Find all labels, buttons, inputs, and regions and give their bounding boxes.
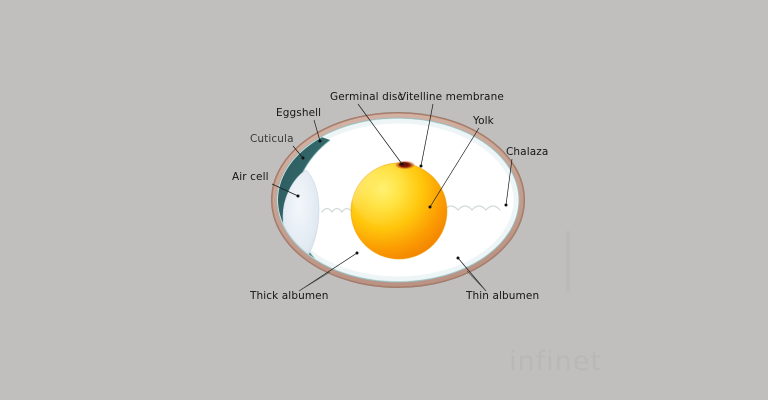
- label-thin-albumen: Thin albumen: [465, 290, 539, 302]
- label-cuticula: Cuticula: [250, 133, 294, 145]
- label-air-cell: Air cell: [232, 171, 269, 183]
- leader-dot-cuticula: [301, 156, 305, 160]
- label-thick-albumen: Thick albumen: [249, 290, 329, 302]
- leader-line-yolk: [429, 127, 480, 208]
- label-yolk: Yolk: [472, 115, 495, 127]
- germinal-disc-core: [399, 162, 409, 167]
- leader-line-thin-albumen: [457, 257, 487, 292]
- leader-dot-vitelline-membrane: [419, 164, 423, 168]
- label-chalaza: Chalaza: [506, 146, 548, 158]
- egg-body: [271, 112, 525, 288]
- leader-dot-yolk: [428, 205, 432, 209]
- leader-dot-air-cell: [296, 194, 300, 198]
- leader-line-chalaza: [505, 158, 513, 206]
- eggshell-outline: [271, 112, 525, 288]
- leader-dot-thick-albumen: [355, 251, 359, 255]
- leader-dot-chalaza: [504, 203, 508, 207]
- label-eggshell: Eggshell: [276, 107, 321, 119]
- leader-dot-eggshell: [318, 139, 322, 143]
- chalaza-right: [443, 205, 501, 211]
- leader-line-air-cell: [271, 183, 299, 197]
- background-artifact: [566, 231, 570, 293]
- label-germinal-disc: Germinal disc: [330, 91, 403, 103]
- label-vitelline-membrane: Vitelline membrane: [399, 91, 504, 103]
- leader-line-thick-albumen-shell: [298, 271, 331, 292]
- leader-line-germinal-disc: [357, 103, 403, 165]
- yolk-highlight: [350, 158, 412, 226]
- leader-dot-germinal-disc: [400, 162, 404, 166]
- leader-line-thick-albumen: [298, 252, 358, 292]
- leader-lines-group: [271, 103, 513, 292]
- shell-membrane-outline: [276, 117, 520, 283]
- leader-dot-thin-albumen: [456, 256, 460, 260]
- leader-line-eggshell: [313, 119, 321, 142]
- leader-line-cuticula: [292, 145, 304, 159]
- leader-line-vitelline-membrane: [420, 103, 434, 167]
- leader-line-thin-albumen-shell: [466, 270, 487, 292]
- watermark: infinet: [509, 346, 602, 377]
